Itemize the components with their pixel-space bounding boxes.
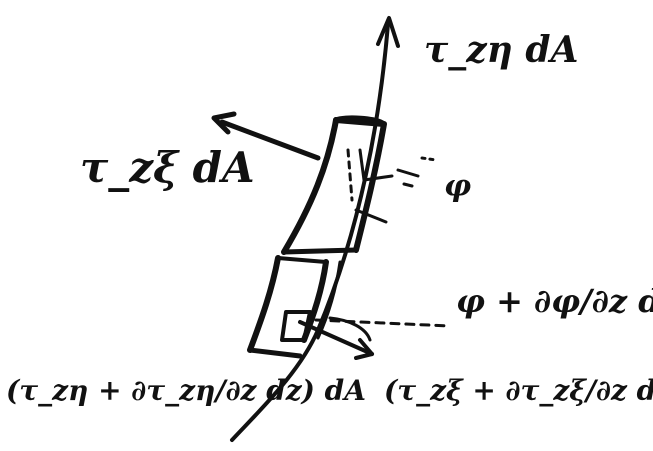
eta-axis-arrowhead xyxy=(376,16,400,48)
eta-axis xyxy=(230,16,400,442)
label-top-force: τ_zη dA xyxy=(424,29,578,71)
bottom-right-shear-arrow xyxy=(298,320,374,360)
element-body xyxy=(247,115,388,359)
dphi-angle-marker xyxy=(314,316,452,342)
label-phi: φ xyxy=(444,169,471,204)
label-bottom-left-force: (τ_zη + ∂τ_zη/∂z dz) dA xyxy=(6,374,366,407)
label-phi-plus-dphi: φ + ∂φ/∂z dz xyxy=(456,282,653,320)
left-shear-arrow xyxy=(211,111,321,161)
phi-angle-marker xyxy=(358,148,438,188)
label-left-force: τ_zξ dA xyxy=(80,143,255,192)
label-bottom-right-force: (τ_zξ + ∂τ_zξ/∂z dz) dA xyxy=(384,374,653,407)
